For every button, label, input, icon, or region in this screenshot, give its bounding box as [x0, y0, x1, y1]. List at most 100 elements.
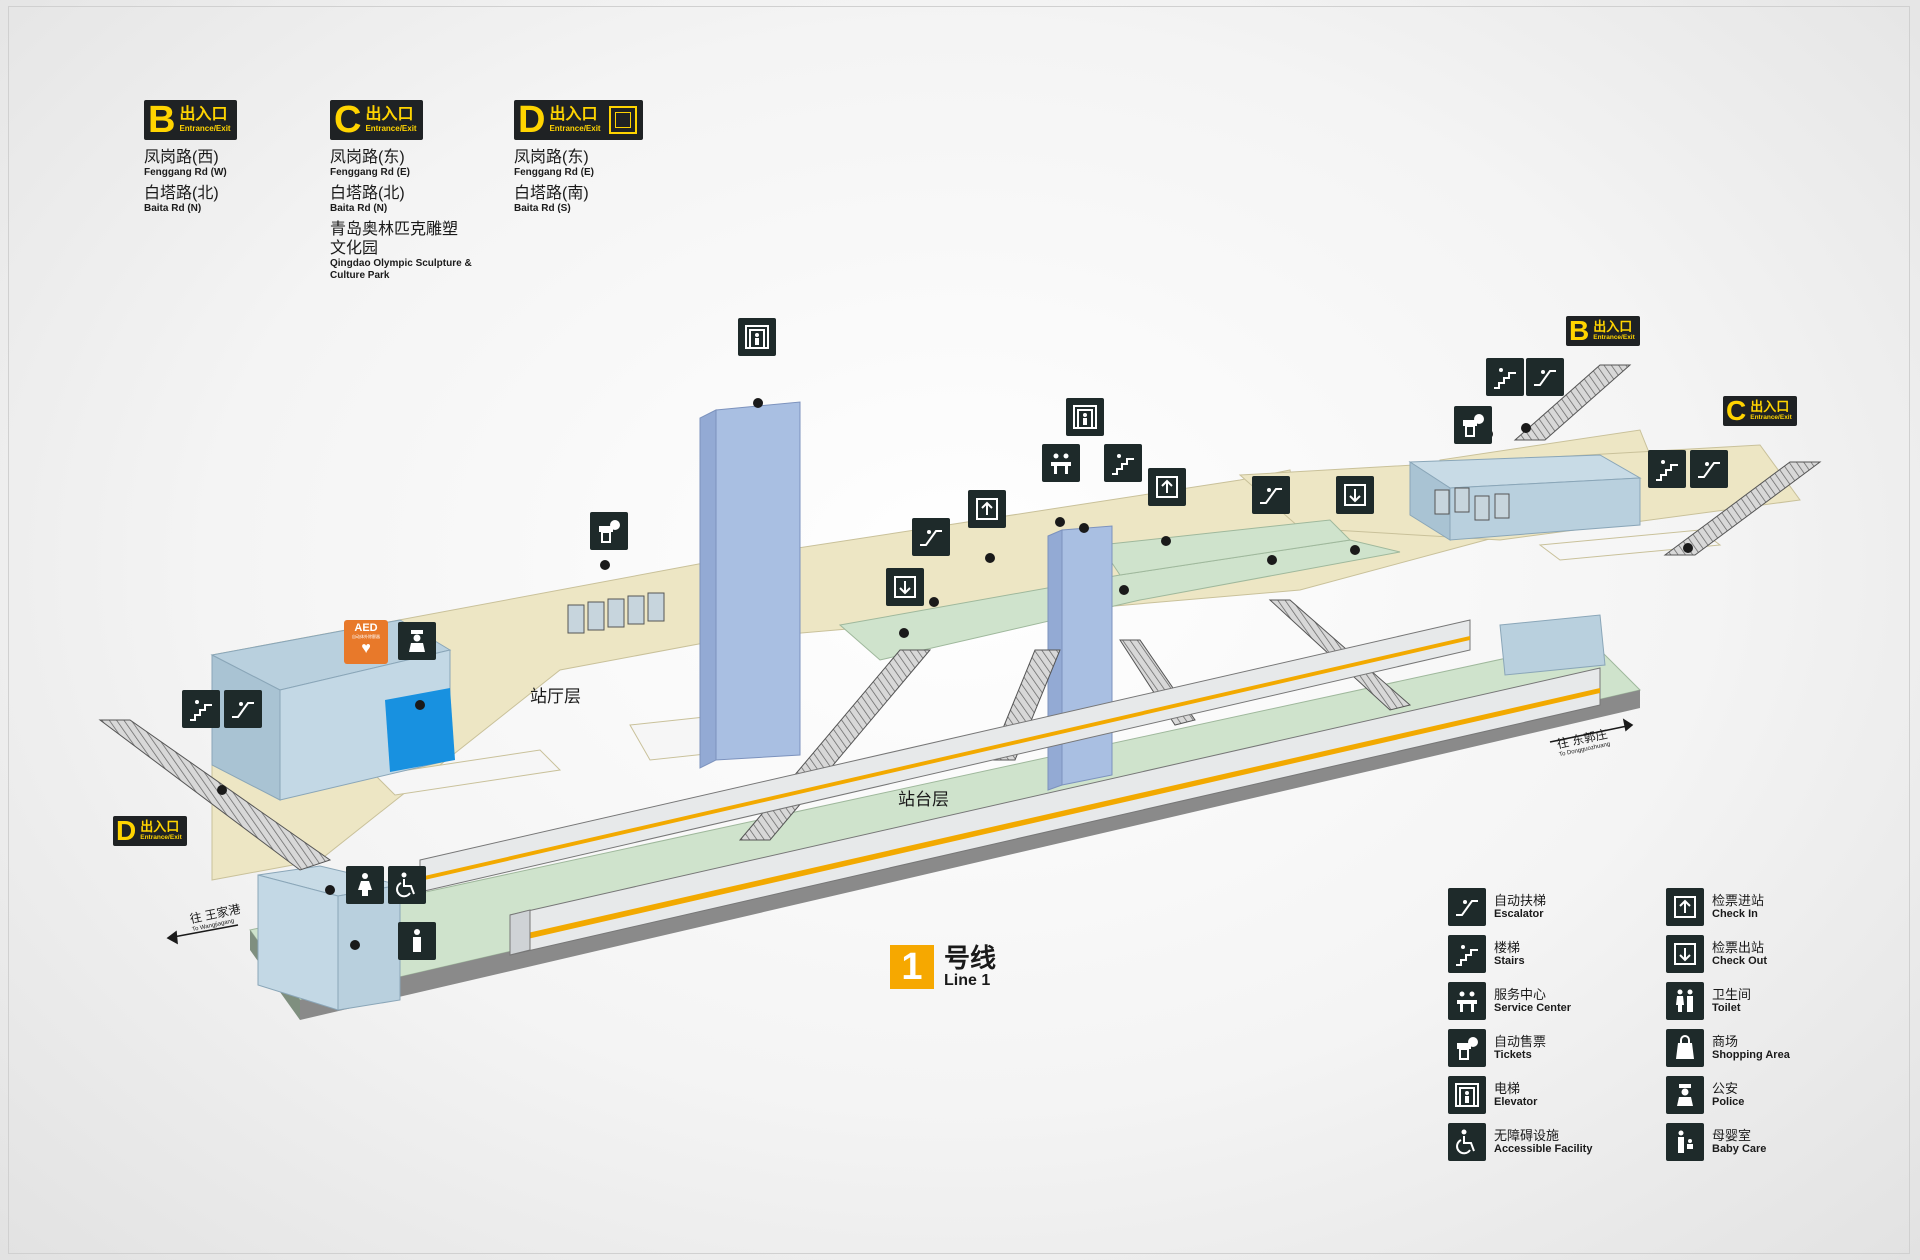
- police-icon: [398, 622, 436, 660]
- exit-destinations: 凤岗路(西)Fenggang Rd (W)白塔路(北)Baita Rd (N): [144, 148, 237, 215]
- exit-destinations: 凤岗路(东)Fenggang Rd (E) 白塔路(南)Baita Rd (S): [514, 148, 643, 215]
- paid-area-right: [1099, 519, 1352, 576]
- destination-zh: 白塔路(南): [514, 185, 589, 202]
- legend-label-zh: 自动扶梯: [1494, 893, 1547, 908]
- legend-label-en: Elevator: [1494, 1096, 1538, 1108]
- exit-letter: D: [518, 99, 546, 141]
- service-center-icon: [1448, 982, 1486, 1020]
- stairs-icon: [182, 690, 220, 728]
- legend-label-en: Tickets: [1494, 1049, 1532, 1061]
- accessible-icon: [388, 866, 426, 904]
- elevator-icon: [1066, 398, 1104, 436]
- check-out-icon: [886, 568, 924, 606]
- elevator-icon: [608, 106, 637, 134]
- legend-label-en: Escalator: [1494, 908, 1544, 920]
- legend-label-en: Shopping Area: [1712, 1049, 1790, 1061]
- ticket-icon: [1454, 406, 1492, 444]
- accessible-icon: [1448, 1123, 1486, 1161]
- legend-label-zh: 电梯: [1494, 1081, 1521, 1096]
- concourse-level-label: 站厅层: [530, 687, 581, 706]
- destination-en: Fenggang Rd (W): [144, 167, 227, 178]
- legend-label-en: Service Center: [1494, 1002, 1572, 1014]
- legend-label-zh: 无障碍设施: [1494, 1128, 1560, 1143]
- line-name-zh: 号线: [944, 943, 997, 973]
- stairs-icon: [1448, 935, 1486, 973]
- exit-d-en: Entrance/Exit: [140, 834, 182, 841]
- escalator-icon: [1690, 450, 1728, 488]
- exit-b-zh: 出入口: [1593, 319, 1633, 334]
- police-icon: [1666, 1076, 1704, 1114]
- service-center-icon: [1042, 444, 1080, 482]
- escalator-icon: [224, 690, 262, 728]
- shopping-icon: [1666, 1029, 1704, 1067]
- check-in-icon: [1666, 888, 1704, 926]
- legend-label-zh: 检票出站: [1712, 940, 1765, 955]
- toilet-men-icon: [398, 922, 436, 960]
- line-number: 1: [890, 945, 934, 989]
- destination-en: Fenggang Rd (E): [330, 167, 410, 178]
- platform-room: [1499, 614, 1606, 676]
- destination-en: Fenggang Rd (E): [514, 167, 594, 178]
- ticket-machines-left: [567, 592, 665, 634]
- direction-arrows: [166, 718, 1634, 945]
- destination-zh: 凤岗路(东): [330, 149, 405, 166]
- legend-label-en: Check In: [1712, 908, 1758, 920]
- destination-zh: 白塔路(北): [144, 185, 219, 202]
- toilet-women-icon: [346, 866, 384, 904]
- aed-label: AED: [354, 622, 378, 634]
- exit-d-letter: D: [116, 815, 137, 846]
- destination-en: Baita Rd (S): [514, 203, 571, 214]
- escalator-exit-b: [1513, 364, 1632, 441]
- line-name-en: Line 1: [944, 972, 991, 989]
- escalator-icon: [912, 518, 950, 556]
- destination-en: Baita Rd (N): [330, 203, 388, 214]
- legend-label-zh: 检票进站: [1712, 893, 1765, 908]
- exit-label-en: Entrance/Exit: [365, 124, 417, 133]
- elevator-shaft-left: [715, 401, 801, 761]
- exit-label-zh: 出入口: [179, 106, 228, 123]
- map-frame: [8, 6, 1910, 1254]
- escalator-icon: [1252, 476, 1290, 514]
- legend-label-en: Baby Care: [1712, 1143, 1767, 1155]
- legend-label-zh: 商场: [1712, 1034, 1739, 1049]
- exit-letter: B: [148, 99, 176, 141]
- legend-label-en: Check Out: [1712, 955, 1768, 967]
- legend-label-en: Accessible Facility: [1494, 1143, 1593, 1155]
- destination-zh: 青岛奥林匹克雕塑文化园: [330, 221, 459, 257]
- escalator-icon: [1526, 358, 1564, 396]
- exit-b-letter: B: [1569, 315, 1590, 346]
- stairs-icon: [1104, 444, 1142, 482]
- ticket-machines-right: [1434, 487, 1510, 521]
- right-room-side: [1409, 461, 1451, 541]
- stairs-icon: [1648, 450, 1686, 488]
- exit-label-en: Entrance/Exit: [549, 124, 601, 133]
- check-out-icon: [1336, 476, 1374, 514]
- escalator-left-to-d: [98, 719, 332, 871]
- destination-en: Qingdao Olympic Sculpture & Culture Park: [330, 258, 472, 281]
- destination-zh: 凤岗路(东): [514, 149, 589, 166]
- legend-label-zh: 服务中心: [1494, 987, 1547, 1002]
- concourse-void-2: [373, 749, 562, 796]
- legend-label-en: Police: [1712, 1096, 1745, 1108]
- exit-c-letter: C: [1726, 395, 1747, 426]
- exit-c-en: Entrance/Exit: [1750, 414, 1792, 421]
- concourse-void-3: [1538, 529, 1722, 561]
- legend-label-zh: 母婴室: [1712, 1128, 1752, 1143]
- destination-zh: 凤岗路(西): [144, 149, 219, 166]
- ticket-icon: [590, 512, 628, 550]
- police-room[interactable]: [385, 688, 455, 772]
- legend-label-zh: 卫生间: [1712, 987, 1752, 1002]
- line-badge: 1 号线 Line 1: [890, 944, 996, 990]
